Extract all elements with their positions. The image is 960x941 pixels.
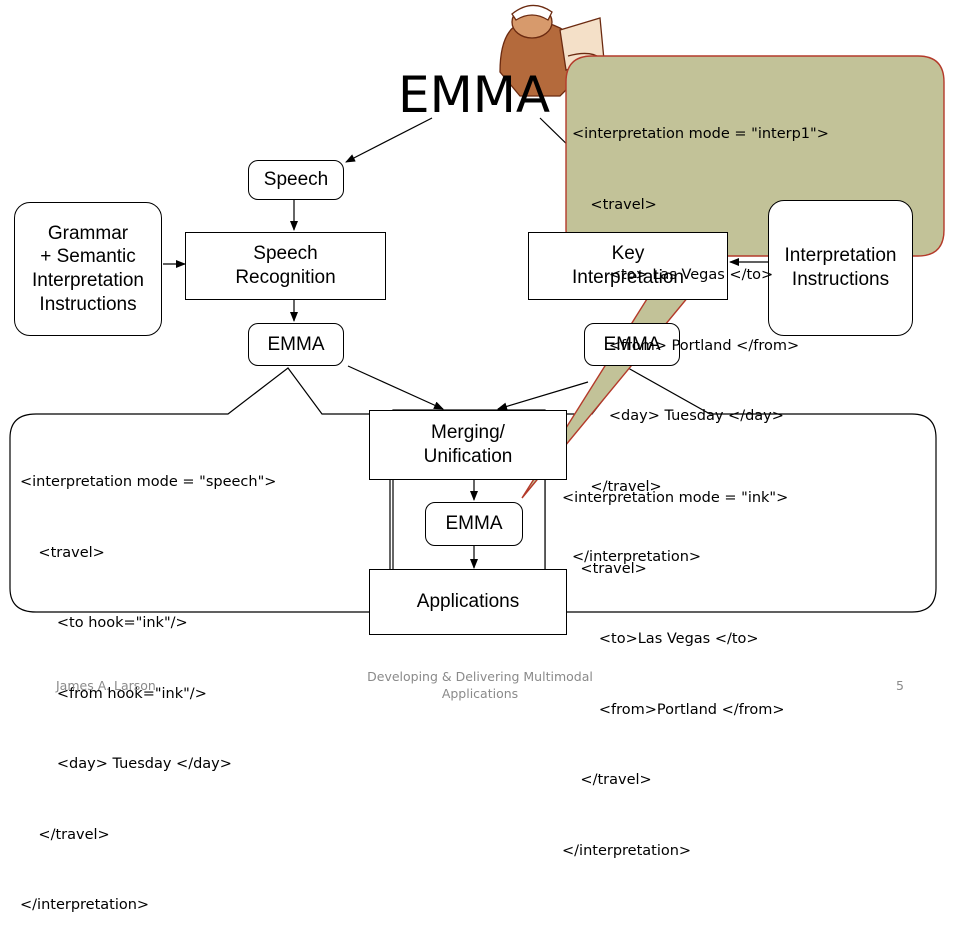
merged-interpretation-code: <interpretation mode = "interp1"> <trave… (572, 76, 829, 593)
applications-box: Applications (369, 569, 567, 635)
grammar-right-label: Interpretation Instructions (784, 245, 897, 290)
merging-box: Merging/ Unification (369, 410, 567, 480)
speech-recognition-box: Speech Recognition (185, 232, 386, 300)
ink-callout (544, 367, 937, 613)
footer-page-number: 5 (896, 678, 904, 693)
emma-right-label: EMMA (603, 333, 661, 355)
code-line: <travel> (572, 196, 657, 213)
code-line: <from> Portland </from> (572, 337, 800, 354)
merged-callout (521, 55, 945, 499)
connectors (163, 117, 768, 569)
speech-label: Speech (263, 169, 329, 191)
emma-left-box: EMMA (248, 323, 344, 366)
code-line: <travel> (562, 560, 647, 577)
code-line: </travel> (562, 772, 652, 788)
code-line: <to hook="ink"/> (20, 615, 188, 631)
code-line: <travel> (20, 544, 105, 561)
footer-author: James A. Larson (56, 678, 156, 693)
code-line: </travel> (20, 826, 110, 843)
ink-interpretation-box: Key Interpretation (528, 232, 728, 300)
speech-box: Speech (248, 160, 344, 200)
ink-interpretation-label: Key Interpretation (572, 243, 684, 288)
code-line: <from>Portland </from> (562, 701, 785, 718)
emma-left-label: EMMA (267, 333, 325, 355)
code-line: <to> Las Vegas </to> (572, 267, 774, 283)
code-line: <interpretation mode = "speech"> (20, 474, 277, 490)
merging-label: Merging/ Unification (423, 422, 513, 467)
speech-callout (9, 367, 391, 613)
code-line: </interpretation> (562, 842, 692, 859)
code-line: <interpretation mode = "interp1"> (572, 126, 829, 142)
emma-center-label: EMMA (445, 513, 503, 535)
code-line: </interpretation> (20, 897, 150, 913)
code-line: <interpretation mode = "ink"> (562, 490, 789, 506)
grammar-left-box: Grammar + Semantic Interpretation Instru… (14, 202, 162, 336)
grammar-left-label: Grammar + Semantic Interpretation Instru… (32, 222, 144, 315)
code-line: </travel> (572, 478, 662, 495)
grammar-right-box: Interpretation Instructions (768, 200, 913, 336)
code-line: <to>Las Vegas </to> (562, 631, 759, 647)
emma-right-box: EMMA (584, 323, 680, 366)
code-line: <day> Tuesday </day> (572, 408, 784, 424)
code-line: </interpretation> (572, 549, 702, 565)
slide-title: EMMA (398, 66, 551, 124)
code-line: <from hook="ink"/> (20, 685, 207, 702)
code-line: <day> Tuesday </day> (20, 756, 232, 772)
speech-recognition-label: Speech Recognition (235, 243, 336, 288)
footer-title: Developing & Delivering Multimodal Appli… (367, 669, 593, 701)
emma-center-box: EMMA (425, 502, 523, 546)
applications-label: Applications (416, 591, 520, 613)
